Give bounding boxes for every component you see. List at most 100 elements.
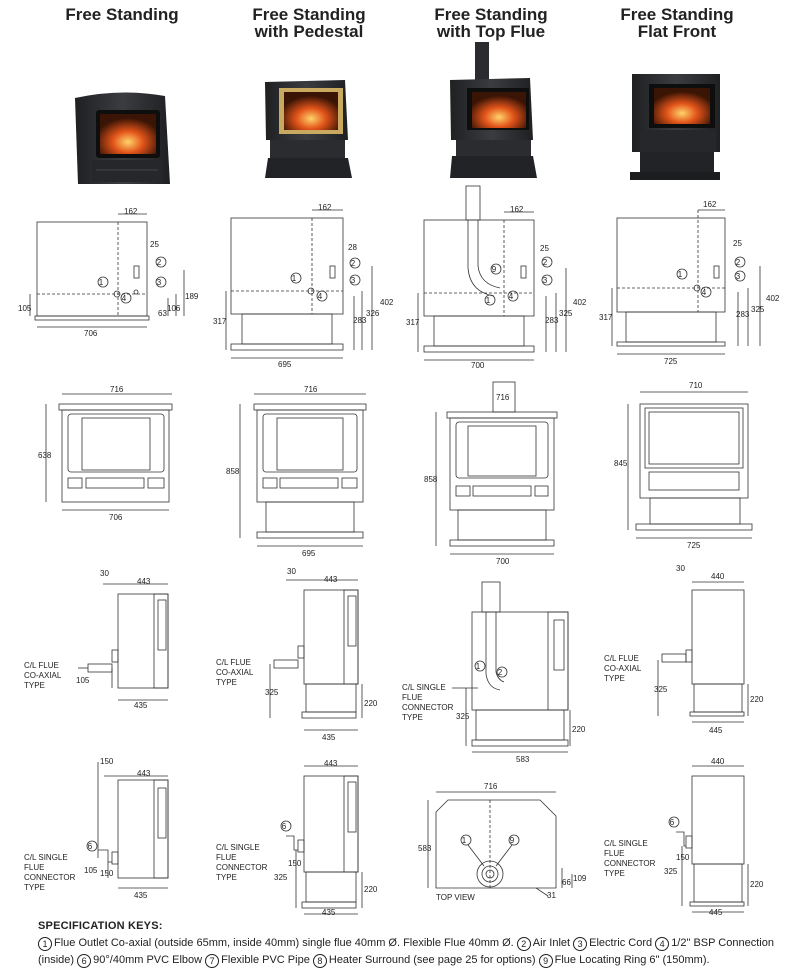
dim-side-offset: 30	[287, 567, 296, 576]
label-flue-type: TYPE	[24, 883, 45, 892]
dim-front-bottom: 725	[687, 541, 701, 550]
dim-rear-h1: 105	[18, 304, 32, 313]
label-flue-type: CO-AXIAL	[604, 664, 642, 673]
dim-rear-h1: 317	[599, 313, 613, 322]
label-flue-type: TYPE	[604, 674, 625, 683]
key-3-badge: 3	[573, 937, 588, 951]
dim-top-a: 66	[562, 878, 571, 887]
dim-side-pedestal: 220	[364, 699, 378, 708]
label-flue-type: TYPE	[402, 713, 423, 722]
dim-rear-top: 162	[318, 203, 332, 212]
label-flue-type: C/L FLUE	[216, 658, 251, 667]
dim-rear-d1: 25	[733, 239, 742, 248]
dim-rear-h4: 402	[573, 298, 587, 307]
dim-side-h2: 150	[100, 869, 114, 878]
key-3-marker: 3	[543, 276, 548, 285]
label-flue-type: FLUE	[402, 693, 422, 702]
key-1-marker: 1	[292, 274, 297, 283]
dim-side-bottom: 435	[322, 908, 336, 915]
key-1-marker: 1	[476, 662, 481, 671]
label-flue-type: FLUE	[216, 853, 236, 862]
key-7-badge: 7	[205, 954, 220, 968]
key-1-text: Flue Outlet Co-axial (outside 65mm, insi…	[54, 937, 514, 949]
dim-side-flue-height: 325	[456, 712, 470, 721]
dim-front-bottom: 706	[109, 513, 123, 522]
key-6-marker: 6	[282, 822, 287, 831]
key-6-marker: 6	[88, 842, 93, 851]
label-top-view: TOP VIEW	[436, 893, 475, 902]
rear-view-flat-front	[611, 209, 761, 355]
side-view-single-top-flue	[452, 581, 571, 753]
key-4-marker: 4	[509, 292, 514, 301]
rear-view-free-standing	[29, 213, 185, 328]
dim-front-height: 858	[424, 475, 438, 484]
dim-side-h1: 105	[84, 866, 98, 875]
photo-free-standing-flat-front	[630, 74, 720, 180]
key-4-badge: 4	[655, 937, 670, 951]
label-flue-type: C/L SINGLE	[402, 683, 446, 692]
dim-side-flue-height: 325	[265, 688, 279, 697]
dim-front-bottom: 695	[302, 549, 316, 558]
label-flue-type: C/L FLUE	[604, 654, 639, 663]
key-3-marker: 3	[736, 272, 741, 281]
key-4-marker: 4	[702, 288, 707, 297]
key-1-marker: 1	[462, 836, 467, 845]
front-view-pedestal	[239, 393, 367, 547]
dim-front-height: 858	[226, 467, 240, 476]
label-flue-type: CO-AXIAL	[216, 668, 254, 677]
dim-side-flue-height: 325	[654, 685, 668, 694]
key-6-badge: 6	[77, 954, 92, 968]
side-view-single-free-standing	[86, 762, 169, 889]
key-3-marker: 3	[351, 276, 356, 285]
label-flue-type: C/L SINGLE	[604, 839, 648, 848]
key-2-marker: 2	[351, 259, 356, 268]
label-flue-type: TYPE	[604, 869, 625, 878]
dim-top-depth: 583	[418, 844, 432, 853]
key-9-badge: 9	[538, 954, 553, 968]
dim-front-top: 716	[110, 385, 124, 394]
dim-rear-d1: 25	[150, 240, 159, 249]
dim-side-h1: 325	[274, 873, 288, 882]
rear-view-top-flue	[417, 185, 567, 361]
dim-rear-width: 706	[84, 329, 98, 338]
dim-front-height: 638	[38, 451, 52, 460]
front-view-top-flue	[435, 381, 558, 555]
dim-side-pedestal: 220	[364, 885, 378, 894]
dim-side-bottom: 583	[516, 755, 530, 764]
dim-front-top: 716	[496, 393, 510, 402]
label-flue-type: CONNECTOR	[216, 863, 268, 872]
side-view-coaxial-pedestal	[269, 579, 363, 731]
key-3-marker: 3	[157, 278, 162, 287]
dim-side-depth: 443	[324, 759, 338, 768]
dim-side-h2: 150	[288, 859, 302, 868]
label-flue-type: TYPE	[216, 873, 237, 882]
label-flue-type: FLUE	[24, 863, 44, 872]
dim-side-depth: 440	[711, 757, 725, 766]
photo-free-standing-top-flue	[450, 42, 537, 178]
dim-rear-h4: 63	[158, 309, 167, 318]
dim-rear-h4: 402	[380, 298, 394, 307]
dim-rear-h2: 283	[736, 310, 750, 319]
dim-rear-top: 162	[510, 205, 524, 214]
dim-rear-h1: 317	[213, 317, 227, 326]
label-flue-type: TYPE	[24, 681, 45, 690]
dim-side-depth: 443	[324, 575, 338, 584]
dim-side-offset: 30	[100, 569, 109, 578]
key-1-badge: 1	[38, 937, 52, 951]
key-9-marker: 9	[510, 836, 515, 845]
key-2-marker: 2	[736, 258, 741, 267]
label-flue-type: CONNECTOR	[604, 859, 656, 868]
photo-free-standing-pedestal	[265, 80, 352, 178]
side-view-single-pedestal	[280, 765, 363, 915]
dim-side-offset: 30	[676, 564, 685, 573]
key-4-marker: 4	[318, 292, 323, 301]
front-view-free-standing	[45, 393, 173, 511]
dim-front-height: 845	[614, 459, 628, 468]
key-8-text: Heater Surround (see page 25 for options…	[328, 954, 536, 966]
dim-rear-h2: 106	[167, 304, 181, 313]
dim-side-bottom: 435	[134, 701, 148, 710]
